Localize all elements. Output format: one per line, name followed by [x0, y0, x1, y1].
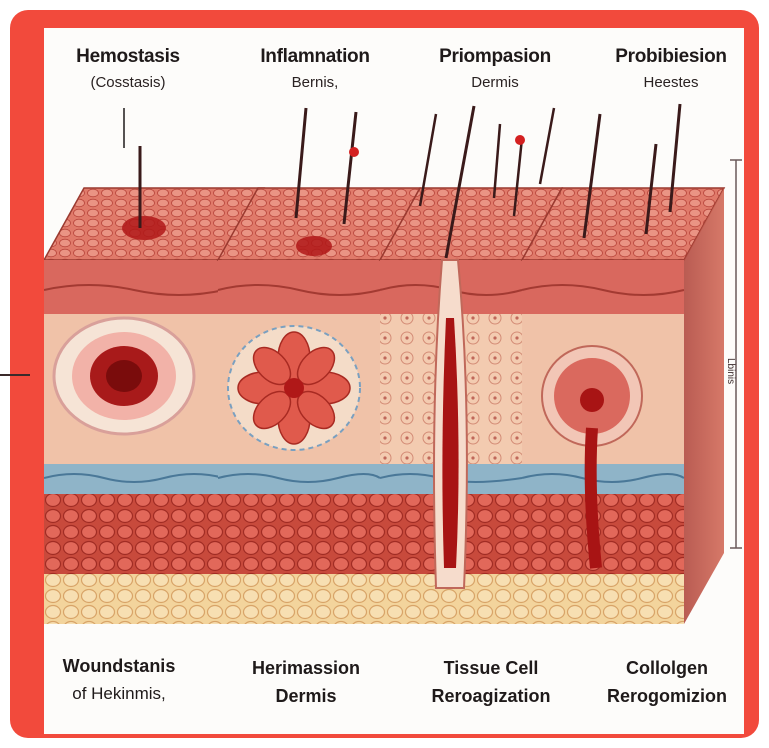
stage-4-caption-line1: Collolgen	[592, 658, 742, 679]
stage-1-caption-line1: Woundstanis	[44, 656, 194, 677]
diagram-canvas: Hemostasis (Cosstasis) Inflamnation Bern…	[44, 28, 744, 734]
stage-3-caption-line1: Tissue Cell	[416, 658, 566, 679]
stage-3-caption-line2: Reroagization	[416, 686, 566, 707]
side-scale-bar	[730, 160, 742, 548]
stage-4-block	[522, 104, 724, 624]
side-scale-label: Lbinis	[725, 358, 736, 384]
stage-2-caption-line1: Herimassion	[236, 658, 376, 679]
stage-2-caption-line2: Dermis	[236, 686, 376, 707]
skin-cross-section-diagram: Lbinis	[44, 28, 744, 734]
left-edge-tick	[0, 374, 30, 376]
stage-1-caption-line2: of Hekinmis,	[44, 684, 194, 704]
stage-4-caption-line2: Rerogomizion	[592, 686, 742, 707]
